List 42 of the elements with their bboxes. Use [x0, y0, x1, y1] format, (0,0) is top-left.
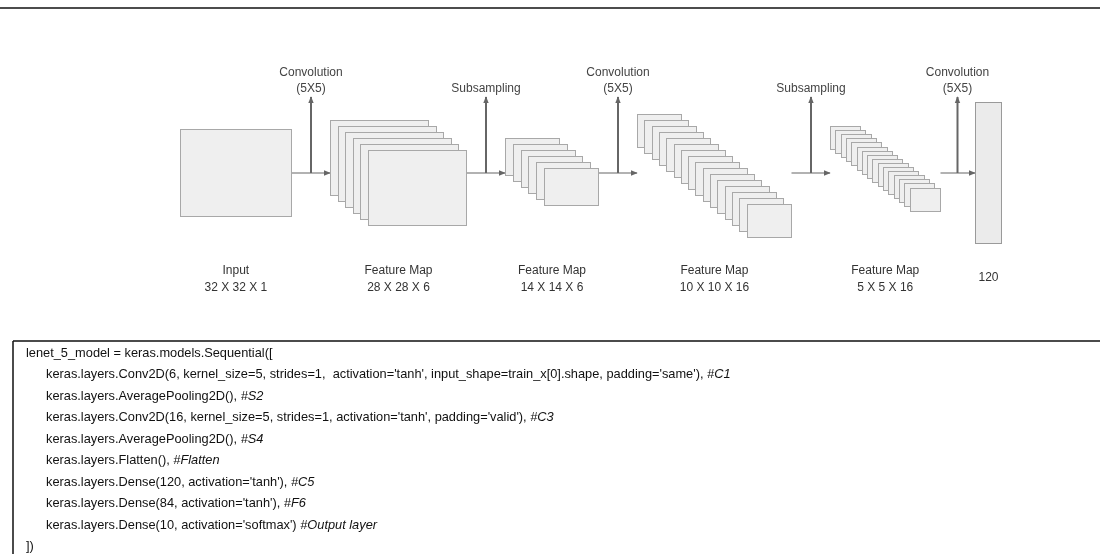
- operation-label: Subsampling: [441, 80, 531, 96]
- layer-caption: 28 X 28 X 6: [366, 279, 431, 296]
- layer-caption: Feature Map: [518, 262, 587, 279]
- layer-caption: 14 X 14 X 6: [519, 279, 585, 296]
- feature-map-stack: [830, 126, 941, 212]
- flow-arrow: [939, 170, 976, 176]
- code-line: keras.layers.Dense(120, activation='tanh'), #C5: [46, 472, 315, 491]
- layer-caption: Feature Map: [851, 262, 920, 279]
- input-box: [180, 129, 292, 217]
- flow-arrow: [790, 170, 831, 176]
- unit-count-label: 120: [978, 269, 999, 286]
- code-line: keras.layers.AveragePooling2D(), #S4: [46, 429, 264, 448]
- layer-caption: Input: [221, 262, 251, 279]
- code-line: keras.layers.AveragePooling2D(), #S2: [46, 386, 264, 405]
- operation-arrow: [808, 96, 814, 174]
- operation-arrow: [615, 96, 621, 174]
- operation-label: Convolution (5X5): [917, 64, 998, 96]
- layer-caption: Feature Map: [679, 262, 750, 279]
- code-line: keras.layers.Flatten(), #Flatten: [46, 451, 220, 469]
- layer-caption: 5 X 5 X 16: [856, 279, 915, 296]
- code-line: lenet_5_model = keras.models.Sequential([: [26, 343, 273, 362]
- feature-map-stack: [505, 138, 599, 206]
- code-line: ]): [26, 537, 34, 554]
- layer-caption: 10 X 10 X 16: [679, 279, 750, 296]
- operation-label: Convolution (5X5): [271, 64, 351, 96]
- operation-arrow: [954, 96, 961, 174]
- flow-arrow: [466, 170, 506, 176]
- code-line: keras.layers.Conv2D(6, kernel_size=5, strides=1, activation='tanh', input_shape=train_x[0].shape, padding='same'), #C1: [46, 365, 731, 383]
- operation-arrow: [308, 96, 314, 174]
- layer-caption: 32 X 32 X 1: [204, 279, 268, 296]
- output-bar: [975, 102, 1002, 244]
- layer-caption: Feature Map: [364, 262, 433, 279]
- feature-map-stack: [330, 120, 467, 226]
- operation-label: Convolution (5X5): [578, 64, 658, 96]
- operation-label: Subsampling: [766, 80, 856, 96]
- flow-arrow: [598, 170, 638, 176]
- code-line: keras.layers.Conv2D(16, kernel_size=5, strides=1, activation='tanh', padding='valid'), #C3: [46, 408, 554, 426]
- code-line: keras.layers.Dense(10, activation='softmax') #Output layer: [46, 515, 377, 534]
- feature-map-stack: [637, 114, 792, 238]
- code-line: keras.layers.Dense(84, activation='tanh'), #F6: [46, 494, 306, 512]
- flow-arrow: [291, 170, 331, 176]
- operation-arrow: [483, 96, 489, 174]
